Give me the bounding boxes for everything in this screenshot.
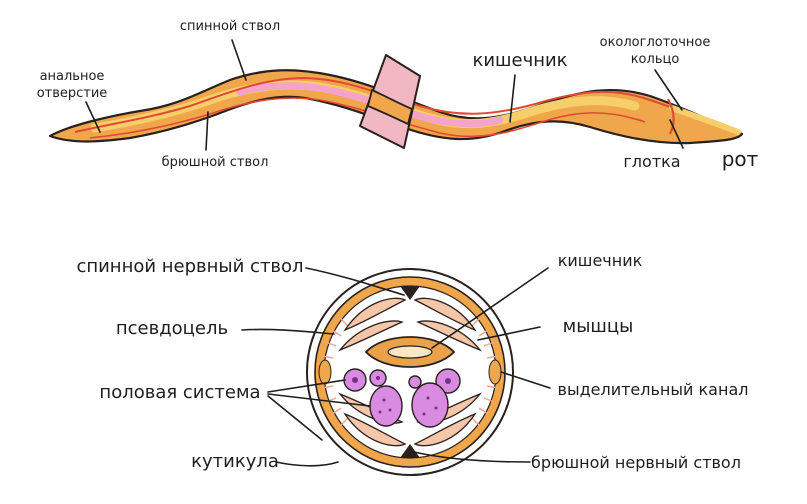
label-nerve-ring-1: окологлоточное	[600, 35, 711, 50]
label-cuticle: кутикула	[191, 451, 279, 472]
label-intestine: кишечник	[472, 50, 567, 71]
leader-dorsal-trunk	[231, 39, 247, 81]
leader-dorsal-nerve-cord	[305, 267, 405, 296]
intestine-lumen	[387, 345, 433, 359]
label-nerve-ring-2: кольцо	[631, 52, 680, 67]
worm-cross-section: спинной нервный ствол псевдоцель половая…	[76, 251, 749, 476]
label-anal-opening-2: отверстие	[37, 86, 108, 101]
dorsal-nerve-line	[74, 76, 726, 133]
leader-cuticle	[275, 461, 339, 467]
worm-longitudinal-view: анальное отверстие спинной ствол брюшной…	[37, 19, 759, 171]
ventral-nerve-cord	[400, 444, 420, 458]
leader-pharynx	[669, 119, 684, 149]
label-reproductive-system: половая система	[99, 382, 260, 403]
leader-nerve-ring	[654, 69, 683, 111]
pharynx	[669, 105, 741, 135]
leader-excretory	[500, 371, 551, 389]
leader-pseudocoel	[241, 328, 335, 335]
label-dorsal-trunk: спинной ствол	[180, 19, 280, 34]
muscle-fibers	[321, 317, 499, 427]
dorsal-nerve-cord	[400, 286, 420, 300]
label-intestine-cs: кишечник	[558, 251, 643, 270]
label-pharynx: глотка	[623, 152, 680, 171]
label-pseudocoel: псевдоцель	[116, 318, 228, 339]
nerve-ring	[667, 98, 675, 135]
leader-anal	[85, 101, 101, 133]
label-muscles: мышцы	[563, 316, 634, 337]
gonad-spots	[352, 376, 451, 416]
label-excretory-canal: выделительный канал	[558, 380, 749, 399]
leader-reproductive-3	[267, 395, 323, 441]
excretory-canal-left	[318, 359, 332, 385]
label-ventral-trunk: брюшной ствол	[162, 155, 269, 170]
leader-reproductive-2	[267, 393, 371, 407]
label-dorsal-nerve-cord: спинной нервный ствол	[76, 256, 303, 277]
label-mouth: рот	[722, 147, 759, 171]
excretory-canal-right	[488, 359, 502, 385]
leader-intestine-cs	[431, 267, 549, 349]
leader-muscles	[477, 326, 541, 341]
label-anal-opening-1: анальное	[40, 69, 105, 84]
worm-body-front-piece	[366, 88, 414, 126]
label-ventral-nerve-cord: брюшной нервный ствол	[531, 453, 741, 472]
leader-ventral-nerve-cord	[413, 451, 531, 463]
leader-intestine	[509, 74, 516, 123]
leader-reproductive-1	[267, 379, 346, 393]
gonads	[343, 368, 461, 428]
leader-ventral-trunk	[205, 111, 209, 151]
